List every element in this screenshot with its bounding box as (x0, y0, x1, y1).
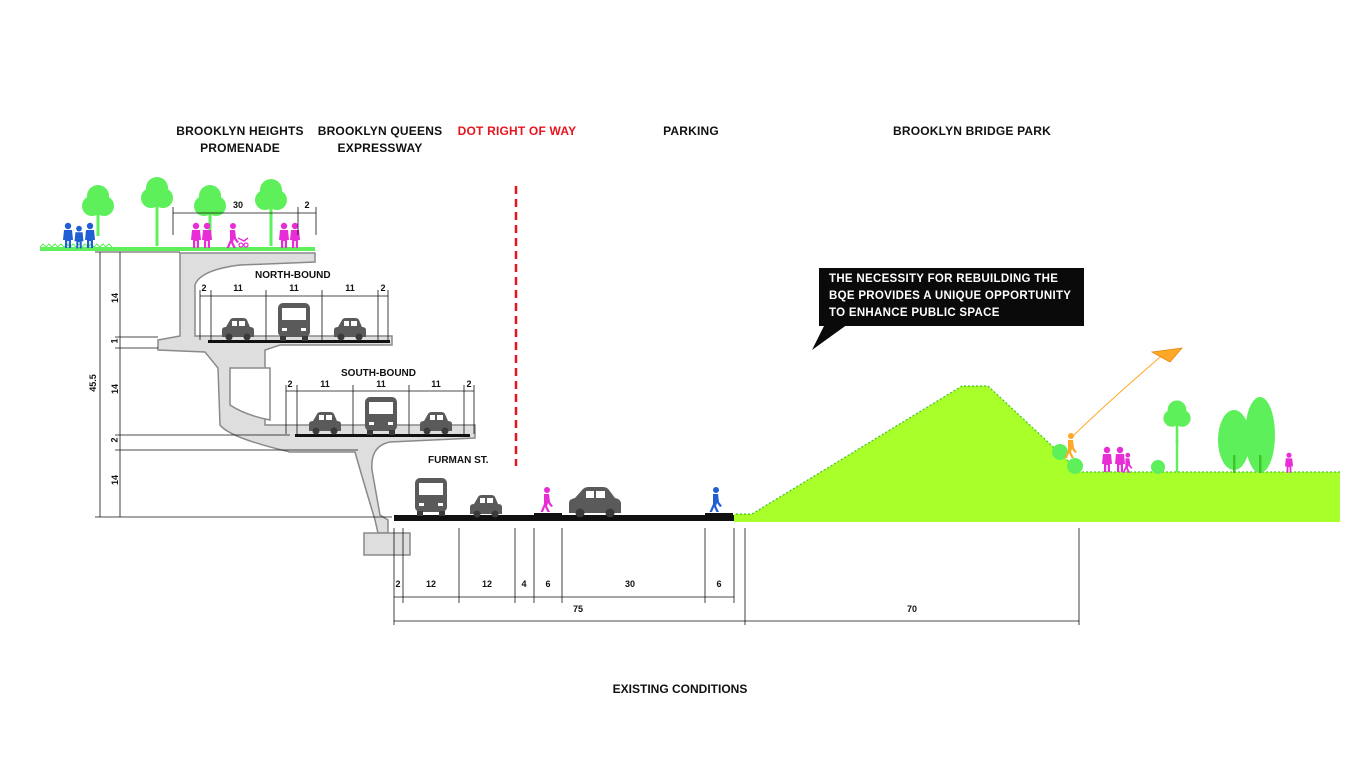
bqe-structure (157, 252, 476, 534)
dim-label: 2 (466, 379, 472, 389)
north-bound-dimension (199, 290, 389, 340)
dim-label: 14 (110, 292, 121, 304)
header-bqe: BROOKLYN QUEENS EXPRESSWAY (300, 123, 460, 157)
north-bound-deck (208, 340, 390, 343)
dim-label: 2 (380, 283, 386, 293)
dim-label: 11 (233, 283, 243, 293)
figure-caption: EXISTING CONDITIONS (612, 682, 748, 696)
dim-label: 12 (425, 579, 437, 589)
sidewalk (705, 513, 733, 517)
ground-dimension (393, 528, 1080, 625)
dim-label: 70 (906, 604, 918, 614)
header-line: PROMENADE (200, 141, 280, 155)
promenade-tree (141, 177, 173, 246)
dim-label: 12 (481, 579, 493, 589)
dim-label: 30 (232, 200, 244, 210)
kite-flyer (1064, 347, 1183, 458)
dim-label: 11 (289, 283, 299, 293)
header-parking: PARKING (631, 123, 751, 140)
callout-line: BQE PROVIDES A UNIQUE OPPORTUNITY (829, 290, 1072, 302)
callout-line: TO ENHANCE PUBLIC SPACE (829, 307, 1000, 319)
dim-label: 14 (110, 474, 121, 486)
header-promenade: BROOKLYN HEIGHTS PROMENADE (160, 123, 320, 157)
dim-label: 6 (545, 579, 551, 589)
dim-label: 2 (304, 200, 310, 210)
dim-label: 30 (624, 579, 636, 589)
promenade-tree (194, 185, 226, 236)
dim-label: 11 (345, 283, 355, 293)
header-line: BROOKLYN QUEENS (317, 124, 443, 138)
label-north-bound: NORTH-BOUND (255, 270, 331, 281)
callout-line: THE NECESSITY FOR REBUILDING THE (829, 273, 1059, 285)
bqe-footing (363, 532, 411, 556)
header-line: BROOKLYN HEIGHTS (176, 124, 304, 138)
header-line: EXPRESSWAY (337, 141, 423, 155)
header-park: BROOKLYN BRIDGE PARK (872, 123, 1072, 140)
header-line: DOT RIGHT OF WAY (457, 124, 577, 138)
dim-label: 1 (109, 338, 120, 344)
dim-label: 2 (287, 379, 293, 389)
kite-icon (1150, 347, 1183, 363)
parked-car-icon (569, 487, 621, 518)
bus-icon (278, 303, 310, 341)
park-tree (1163, 400, 1191, 472)
dim-label: 11 (320, 379, 330, 389)
south-bound-deck (295, 434, 470, 437)
callout-box: THE NECESSITY FOR REBUILDING THE BQE PRO… (819, 268, 1084, 326)
bqe-structure-void (229, 367, 271, 421)
sidewalk (534, 513, 562, 517)
dim-label: 11 (431, 379, 441, 389)
promenade-ground (39, 243, 315, 251)
promenade-tree (255, 179, 287, 246)
south-bound-dimension (285, 385, 475, 434)
bus-icon (415, 478, 447, 516)
callout-tail (812, 324, 848, 350)
dim-label: 14 (110, 383, 121, 395)
promenade-dimension (172, 207, 317, 235)
dim-label: 45.5 (87, 374, 98, 392)
label-south-bound: SOUTH-BOUND (341, 368, 416, 379)
dim-label: 2 (395, 579, 401, 589)
pedestrian-icon (540, 487, 553, 512)
pedestrian-icon (709, 487, 722, 512)
label-furman-street: FURMAN ST. (428, 455, 489, 466)
furman-street-road (394, 515, 734, 521)
park-berm (734, 386, 1340, 522)
header-line: BROOKLYN BRIDGE PARK (892, 124, 1051, 138)
car-icon (470, 495, 502, 518)
dim-label: 11 (376, 379, 386, 389)
dim-label: 4 (521, 579, 527, 589)
bus-icon (365, 397, 397, 435)
dim-label: 6 (716, 579, 722, 589)
header-line: PARKING (663, 124, 719, 138)
dim-label: 2 (109, 437, 120, 443)
dim-label: 75 (572, 604, 584, 614)
vertical-dimension (95, 251, 392, 518)
promenade-tree (82, 185, 114, 236)
park-tree (1218, 397, 1275, 473)
header-dot-right-of-way: DOT RIGHT OF WAY (437, 123, 597, 140)
person-group (191, 222, 300, 248)
shrub (1052, 444, 1165, 474)
dim-label: 2 (201, 283, 207, 293)
